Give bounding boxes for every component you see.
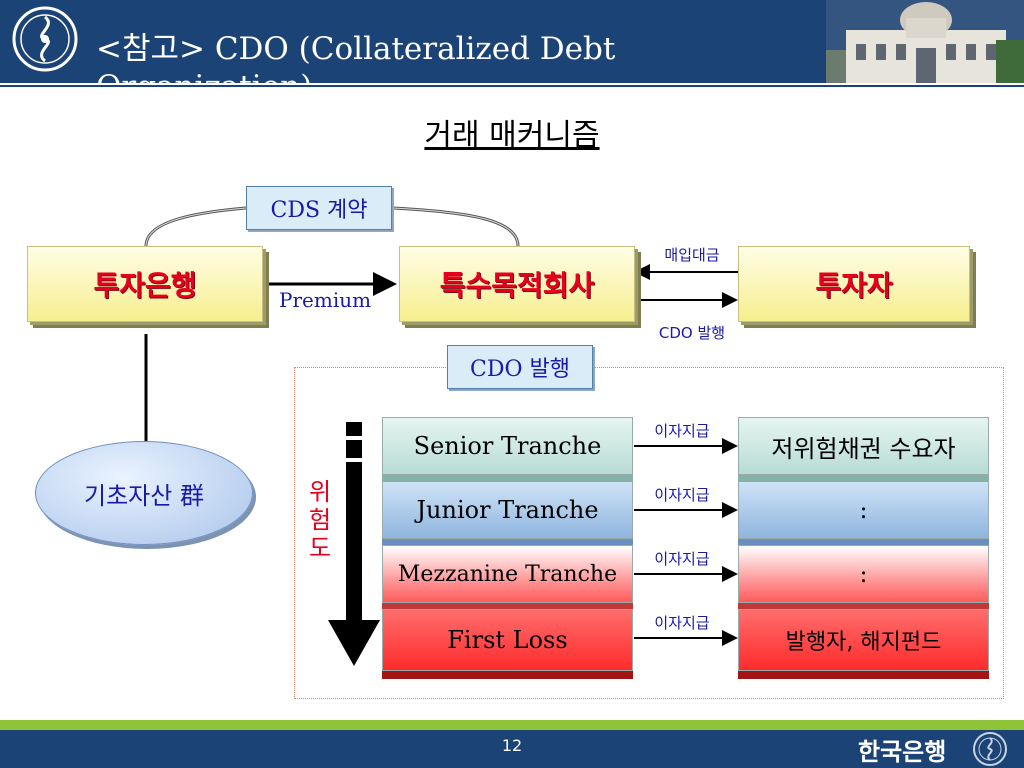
footer-bar xyxy=(0,730,1024,768)
tranche-frame xyxy=(294,367,1004,699)
interest-payment-label: 이자지급 xyxy=(654,614,710,632)
risk-label-char: 도 xyxy=(308,534,332,562)
underlying-assets-ellipse: 기초자산 群 xyxy=(35,441,253,545)
junior-buyer-box: : xyxy=(738,481,989,539)
senior-tranche-box: Senior Tranche xyxy=(382,417,633,475)
diagram-title: 거래 매커니즘 xyxy=(424,118,600,153)
risk-label-char: 위 xyxy=(308,478,332,506)
investment-bank-box: 투자은행 xyxy=(27,246,263,322)
investor-box: 투자자 xyxy=(738,246,970,322)
bank-name: 한국은행 xyxy=(858,738,947,766)
cdo-issue-small-label: CDO 발행 xyxy=(658,324,726,342)
footer-accent-line xyxy=(0,720,1024,730)
spv-box: 특수목적회사 xyxy=(399,246,635,322)
page-number: 12 xyxy=(501,736,523,755)
mezzanine-buyer-box: : xyxy=(738,545,989,603)
first-loss-tranche-box: First Loss xyxy=(382,609,633,671)
junior-tranche-box: Junior Tranche xyxy=(382,481,633,539)
bank-emblem-icon xyxy=(973,732,1007,766)
purchase-payment-label: 매입대금 xyxy=(664,246,720,264)
interest-payment-label: 이자지급 xyxy=(654,422,710,440)
premium-label: Premium xyxy=(279,288,372,312)
risk-down-arrow-icon xyxy=(328,422,380,666)
risk-level-label: 위 험 도 xyxy=(305,478,335,562)
building-photo xyxy=(826,0,1024,83)
cdo-issue-label: CDO 발행 xyxy=(447,345,593,389)
page-title: <참고> CDO (Collateralized Debt Organizati… xyxy=(96,31,616,83)
header-divider xyxy=(0,83,1024,91)
interest-payment-label: 이자지급 xyxy=(654,486,710,504)
cds-contract-label: CDS 계약 xyxy=(246,186,392,230)
interest-payment-label: 이자지급 xyxy=(654,550,710,568)
first-loss-buyer-box: 발행자, 해지펀드 xyxy=(738,609,989,671)
bank-emblem-icon xyxy=(12,6,78,72)
risk-label-char: 험 xyxy=(308,506,332,534)
mezzanine-tranche-box: Mezzanine Tranche xyxy=(382,545,633,603)
senior-buyer-box: 저위험채권 수요자 xyxy=(738,417,989,475)
